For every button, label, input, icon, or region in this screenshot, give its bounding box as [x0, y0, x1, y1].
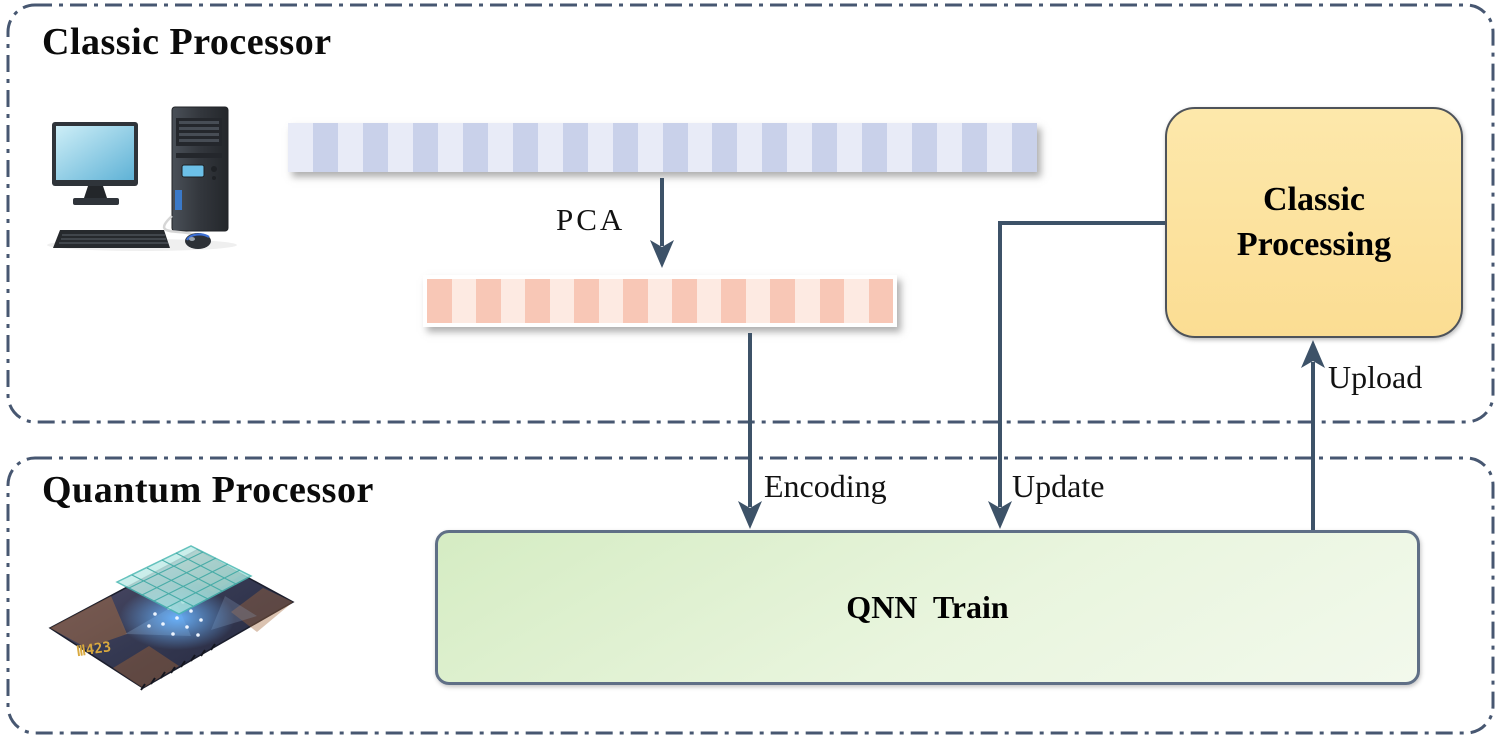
vector-cell: [794, 279, 820, 323]
vector-cell: [337, 123, 363, 172]
vector-cell: [387, 123, 413, 172]
vector-cell: [912, 123, 938, 172]
vector-cell: [837, 123, 863, 172]
mouse-icon: [185, 233, 211, 249]
vector-cell: [500, 279, 526, 323]
vector-cell: [549, 279, 575, 323]
vector-cell: [712, 123, 738, 172]
encoding-label: Encoding: [764, 468, 887, 504]
qnn-train-node: QNN Train: [435, 530, 1420, 685]
upload-label: Upload: [1328, 359, 1423, 395]
vector-cell: [737, 123, 763, 172]
classic-processing-node: Classic Processing: [1165, 107, 1463, 338]
update-label: Update: [1012, 468, 1105, 504]
vector-cell: [288, 123, 313, 172]
vector-cell: [598, 279, 624, 323]
vector-cell: [672, 279, 697, 323]
vector-cell: [312, 123, 338, 172]
pca-arrow: [650, 178, 674, 268]
vector-cell: [476, 279, 501, 323]
upload-arrow: [1301, 340, 1325, 530]
vector-cell: [787, 123, 813, 172]
vector-cell: [562, 123, 588, 172]
vector-cell: [662, 123, 688, 172]
vector-cell: [487, 123, 513, 172]
vector-cell: [721, 279, 746, 323]
encoding-arrow: [738, 333, 762, 529]
quantum-processor-title: Quantum Processor: [42, 469, 374, 511]
classic-processing-label-line1: Classic: [1263, 180, 1365, 218]
vector-cell: [696, 279, 722, 323]
vector-cell: [937, 123, 963, 172]
vector-cell: [427, 279, 452, 323]
vector-cell: [962, 123, 988, 172]
pca-label: PCA: [556, 202, 626, 237]
vector-cell: [512, 123, 538, 172]
vector-cell: [819, 279, 845, 323]
vector-cell: [462, 123, 488, 172]
vector-cell: [437, 123, 463, 172]
qnn-train-label: QNN Train: [846, 589, 1009, 625]
vector-cell: [587, 123, 613, 172]
vector-cell: [451, 279, 477, 323]
vector-cell: [987, 123, 1013, 172]
vector-cell: [647, 279, 673, 323]
vector-cell: [1012, 123, 1038, 172]
vector-cell: [612, 123, 638, 172]
vector-cell: [537, 123, 563, 172]
vector-cell: [574, 279, 599, 323]
vector-cell: [770, 279, 795, 323]
vector-cell: [525, 279, 550, 323]
reduced-vector-bar: [423, 275, 897, 327]
keyboard-icon: [53, 230, 170, 248]
desktop-computer-illustration: [47, 106, 237, 251]
vector-cell: [687, 123, 713, 172]
monitor-icon: [52, 122, 138, 205]
classic-processor-title: Classic Processor: [42, 21, 332, 63]
quantum-chip-illustration: Ⅲ423: [48, 545, 295, 691]
vector-cell: [762, 123, 788, 172]
input-vector-bar: [288, 123, 1038, 172]
vector-cell: [362, 123, 388, 172]
vector-cell: [844, 279, 869, 323]
vector-cell: [623, 279, 648, 323]
classic-processing-label-line2: Processing: [1236, 225, 1392, 263]
vector-cell: [868, 279, 894, 323]
vector-cell: [745, 279, 771, 323]
vector-cell: [412, 123, 438, 172]
vector-cell: [887, 123, 913, 172]
vector-cell: [862, 123, 888, 172]
vector-cell: [812, 123, 838, 172]
tower-icon: [171, 106, 229, 232]
vector-cell: [637, 123, 663, 172]
